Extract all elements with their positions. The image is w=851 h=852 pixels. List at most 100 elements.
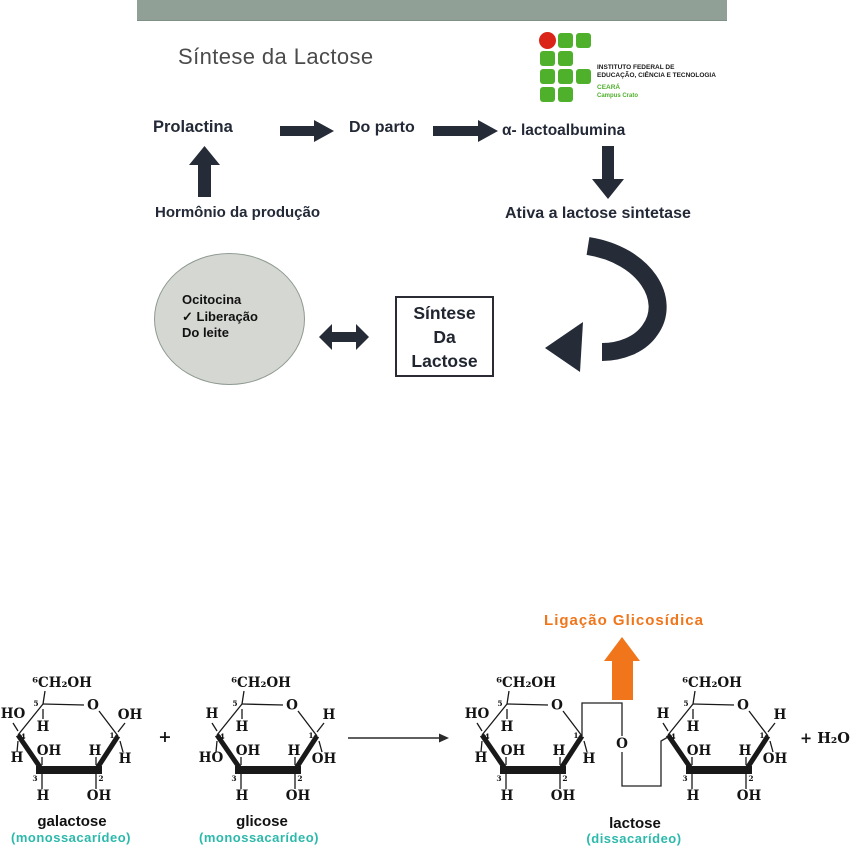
lactose-left-bond <box>479 733 509 772</box>
glicose-bond <box>297 710 318 737</box>
galactose-c5-h-label: H <box>37 719 50 735</box>
arrow-double-horizontal-icon <box>319 324 369 350</box>
galactose-name: galactose <box>37 813 106 830</box>
lactose-left-bond <box>583 740 588 753</box>
logo-square-icon <box>558 69 573 84</box>
logo-state: CEARÁ <box>597 84 621 91</box>
glicose-carbon-1: 1 <box>308 731 313 740</box>
box-line-2: Da <box>433 326 456 347</box>
logo-square-icon <box>540 51 555 66</box>
galactose-carbon-4: 4 <box>20 732 25 741</box>
galactose-bond <box>42 690 46 705</box>
galactose-carbon-1: 1 <box>109 731 114 740</box>
glicose-c2-lower-label: OH <box>286 788 311 804</box>
glicose-c4-upper-label: H <box>206 706 219 722</box>
galactose-bond <box>15 733 45 772</box>
lactose-left-carbon-1: 1 <box>573 731 578 740</box>
lactose-right-bond <box>662 722 669 732</box>
galactose-bond <box>117 722 126 733</box>
lactose-right-c1-upper-label: H <box>774 707 787 723</box>
lactose-right-c2-lower-label: OH <box>737 788 762 804</box>
orange-up-arrow-icon <box>604 637 640 700</box>
logo-square-icon <box>576 69 591 84</box>
header-bar <box>137 0 727 21</box>
glicose-carbon-2: 2 <box>297 774 302 783</box>
glicose-ch2oh-label: ⁶CH₂OH <box>231 675 291 691</box>
lactose-left-c5-h-label: H <box>501 719 514 735</box>
lactose-right-carbon-2: 2 <box>748 774 753 783</box>
glicose-bond <box>216 703 243 736</box>
ellipse-line-1: Ocitocina <box>182 292 242 307</box>
ocitocina-ellipse <box>154 253 305 385</box>
box-line-1: Síntese <box>413 302 476 323</box>
glicose-c4-lower-label: HO <box>199 750 224 766</box>
box-line-3: Lactose <box>411 350 478 371</box>
lactose-left-c2-lower-label: OH <box>551 788 576 804</box>
lactose-right-c4-upper-label: H <box>657 706 670 722</box>
ifce-logo: INSTITUTO FEDERAL DE EDUCAÇÃO, CIÊNCIA E… <box>539 32 740 105</box>
lactose-left-bond <box>480 740 483 753</box>
galactose-bond <box>17 703 44 736</box>
galactose-c3-upper-label: OH <box>37 743 62 759</box>
lactose-left-c1-lower-label: H <box>583 751 596 767</box>
node-do-parto: Do parto <box>349 119 415 136</box>
lactose-left-c3-lower-label: H <box>501 788 514 804</box>
lactose-left-bond <box>506 690 510 705</box>
galactose-c2-lower-label: OH <box>87 788 112 804</box>
galactose-c4-upper-label: HO <box>1 706 26 722</box>
galactose-c4-lower-label: H <box>11 750 24 766</box>
glicose-c5-h-label: H <box>236 719 249 735</box>
lactose-left-ring-oxygen: O <box>551 698 563 714</box>
lactose-right-carbon-3: 3 <box>682 774 687 783</box>
galactose-bond <box>16 740 19 753</box>
lactose-right-c2-upper-label: H <box>739 743 752 759</box>
glicose-bond <box>241 703 284 706</box>
node-prolactina: Prolactina <box>153 118 233 136</box>
lactose-left-bond <box>481 703 508 736</box>
lactose-type: (dissacarídeo) <box>586 831 681 846</box>
plus-sign: + <box>158 727 171 746</box>
lactose-left-c3-upper-label: OH <box>501 743 526 759</box>
glycosidic-bridge-right <box>621 736 669 787</box>
lactose-right-bond <box>692 690 696 705</box>
logo-line2: EDUCAÇÃO, CIÊNCIA E TECNOLOGIA <box>597 72 716 79</box>
glicose-carbon-4: 4 <box>219 732 224 741</box>
galactose-ch2oh-label: ⁶CH₂OH <box>32 675 92 691</box>
galactose-c1-lower-label: H <box>119 751 132 767</box>
galactose-ring-oxygen: O <box>87 698 99 714</box>
galactose-bond <box>119 740 124 753</box>
lactose-name: lactose <box>609 815 661 832</box>
lactose-left-ch2oh-label: ⁶CH₂OH <box>496 675 556 691</box>
glicose-bond <box>316 722 325 733</box>
water-product: + H₂O <box>800 730 850 747</box>
arrow-up-shape <box>189 146 220 197</box>
ligacao-glicosidica-label: Ligação Glicosídica <box>544 612 704 629</box>
arrow-right-1-shape <box>280 120 334 142</box>
lactose-right-c3-lower-label: H <box>687 788 700 804</box>
arrow-double-shape <box>319 324 369 350</box>
curved-arrow-tail <box>586 237 667 361</box>
lactose-right-bond <box>769 740 774 753</box>
glicose-c3-lower-label: H <box>236 788 249 804</box>
glicose-c1-lower-label: OH <box>312 751 337 767</box>
glycosidic-oxygen: O <box>616 736 628 752</box>
node-lactoalbumina: α- lactoalbumina <box>502 122 626 139</box>
galactose-c2-upper-label: H <box>89 743 102 759</box>
sintese-da-lactose-box: Síntese Da Lactose <box>395 296 494 377</box>
galactose-bond <box>98 710 119 737</box>
glicose-bond <box>214 733 244 772</box>
glicose-name: glicose <box>236 813 288 830</box>
glicose-bond <box>292 734 320 772</box>
arrow-right-2-shape <box>433 120 498 142</box>
logo-campus: Campus Crato <box>597 93 639 99</box>
page-title: Síntese da Lactose <box>178 44 374 69</box>
lactose-left-bond <box>476 722 483 732</box>
lactose-left-bond <box>562 710 583 737</box>
arrow-down-shape <box>592 146 624 199</box>
lactose-left-bond <box>557 734 585 772</box>
curved-arrow-head <box>545 322 583 372</box>
glicose-c1-upper-label: H <box>323 707 336 723</box>
logo-line1: INSTITUTO FEDERAL DE <box>597 64 675 71</box>
galactose-carbon-2: 2 <box>98 774 103 783</box>
